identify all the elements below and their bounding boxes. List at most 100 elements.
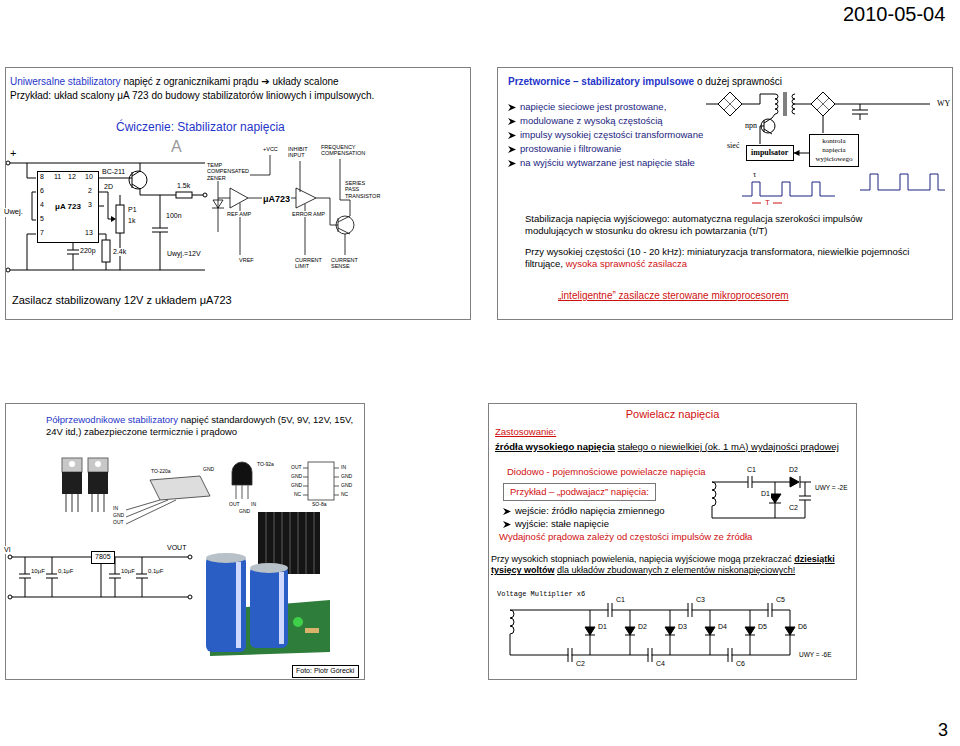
stabilizer-circuit xyxy=(111,216,116,222)
part-label: 100n xyxy=(165,212,183,220)
pin-name: FREQUENCY COMPENSATION xyxy=(320,144,368,157)
pin-name: GND xyxy=(238,509,251,515)
slide-panel: Przetwornice – stabilizatory impulsoweo … xyxy=(497,67,953,320)
part-label: 1.5k xyxy=(176,182,191,190)
switching-supply-schematic xyxy=(742,94,775,104)
part-label: 2.4k xyxy=(112,248,127,256)
board-photo xyxy=(250,563,288,573)
board-photo xyxy=(206,553,246,563)
part-label: npn xyxy=(744,121,758,130)
bullet-arrow xyxy=(508,118,516,125)
text-block: Uniwersalne stabilizatorynapięć z ograni… xyxy=(10,76,468,89)
connector xyxy=(794,153,809,154)
page-number: 3 xyxy=(937,720,949,741)
regulator-photos xyxy=(92,494,104,512)
text-block: na wyjściu wytwarzane jest napięcie stał… xyxy=(520,157,695,169)
text-block: Przykład: układ scalony μA 723 do budowy… xyxy=(10,90,468,103)
voltage-doubler-schematic xyxy=(712,476,805,488)
package-drawings xyxy=(308,462,334,500)
voltage-multiplier-schematic xyxy=(625,627,635,635)
part-label: D4 xyxy=(717,623,728,631)
voltage-multiplier-schematic xyxy=(569,648,572,662)
bullet-arrow xyxy=(503,521,511,528)
regulator-photos xyxy=(69,461,75,467)
voltage-doubler-schematic xyxy=(712,482,716,506)
block-name: ERROR AMP xyxy=(291,211,326,217)
bullet-arrow xyxy=(508,145,517,154)
package-name: TO-92a xyxy=(256,462,275,468)
node-text: Powielacz napięcia xyxy=(626,408,720,420)
bullet-text: wyjście: stałe napięcie xyxy=(515,518,609,529)
stabilizer-circuit xyxy=(27,163,36,270)
photo-credit: Foto: Piotr Górecki xyxy=(292,665,359,678)
part-label: 1k xyxy=(127,217,136,225)
stabilizer-circuit xyxy=(67,242,79,270)
board-photo xyxy=(305,628,319,633)
regulator-box: 7805 xyxy=(91,551,115,564)
block-name: TEMP COMPENSATED ZENER xyxy=(206,162,250,181)
part-label: D5 xyxy=(757,623,768,631)
slide-panel: Powielacz napięciaZastosowanie: źródła wy… xyxy=(488,403,857,680)
text-block: Przetwornice – stabilizatory impulsoweo … xyxy=(508,76,848,89)
node-text: „inteligentne” zasilacze sterowane mikro… xyxy=(558,290,789,301)
regulator-photos xyxy=(88,472,108,494)
pin-number: 13 xyxy=(84,229,94,237)
node-text: Przykład: układ scalony μA 723 do budowy… xyxy=(10,90,374,101)
bullet-arrow xyxy=(508,131,517,140)
stabilizer-circuit xyxy=(6,161,207,272)
bullet-arrow xyxy=(508,132,516,139)
block-name: SERIES PASS TRANSISTOR xyxy=(344,180,376,199)
pin-name: VREF xyxy=(238,257,255,263)
board-photo xyxy=(293,617,303,627)
stabilizer-circuit xyxy=(98,178,132,179)
bullet-arrow xyxy=(503,508,511,515)
node-text: Przykład – „podwajacz” napięcia: xyxy=(510,486,649,497)
board-photo xyxy=(206,556,246,652)
pin-name: IN xyxy=(340,465,347,471)
switching-supply-schematic xyxy=(811,92,835,116)
part-label: 220p xyxy=(79,247,97,255)
pin-name: IN xyxy=(250,502,257,508)
pin-name: INHIBIT INPUT xyxy=(287,146,319,159)
part-label: D1 xyxy=(760,490,771,498)
text-block: impulsator xyxy=(751,148,788,158)
regulator-schematic xyxy=(19,557,31,597)
bullet-text: prostowanie i filtrowanie xyxy=(520,143,621,154)
text-block: Przy wysokiej częstości (10 - 20 kHz): m… xyxy=(525,246,915,270)
node-text: 7805 xyxy=(95,553,111,560)
switching-supply-schematic xyxy=(860,174,945,190)
text-block: źródła wysokiego napięciastałego o niewi… xyxy=(495,441,853,453)
stabilizer-circuit xyxy=(102,240,110,262)
pin-number: 8 xyxy=(39,173,45,181)
node-text: impulsator xyxy=(751,148,788,157)
voltage-multiplier-schematic xyxy=(745,627,755,635)
switching-supply-schematic xyxy=(817,98,829,110)
signal-name: VOUT xyxy=(166,544,187,552)
pin-name: GND xyxy=(340,474,353,480)
part-label: BC-211 xyxy=(101,168,126,176)
voltage-multiplier-schematic xyxy=(585,627,595,635)
pin-number: 7 xyxy=(39,229,45,237)
switching-supply-schematic xyxy=(724,98,736,110)
bullet-arrow xyxy=(508,160,516,167)
node-text: μA 723 xyxy=(55,202,81,211)
part-label: C3 xyxy=(695,596,706,604)
bullet-arrow xyxy=(508,146,516,153)
signal-name: UWY = -6E xyxy=(798,651,833,658)
node-text: dla układów zbudowanych z elementów nisk… xyxy=(557,565,795,575)
package-drawings xyxy=(236,485,248,499)
text-block: Diodowo - pojemnościowe powielacze napię… xyxy=(507,466,706,478)
voltage-doubler-schematic xyxy=(769,482,781,518)
stabilizer-circuit xyxy=(152,195,168,270)
pin-number: 6 xyxy=(39,187,45,195)
text-block: Powielacz napięcia xyxy=(489,408,856,422)
regulator-schematic xyxy=(188,555,192,559)
pulse-width-symbol: τ xyxy=(752,170,757,179)
text-block: modulowane z wysoką częstością xyxy=(520,115,663,127)
ua723-block-diagram xyxy=(240,186,350,255)
pin-name: OUT xyxy=(228,502,241,508)
chip-name: μA723 xyxy=(262,194,291,204)
bullet-arrow xyxy=(508,117,517,126)
voltage-multiplier-schematic xyxy=(510,603,795,662)
text-block: Zastosowanie: xyxy=(495,426,556,438)
